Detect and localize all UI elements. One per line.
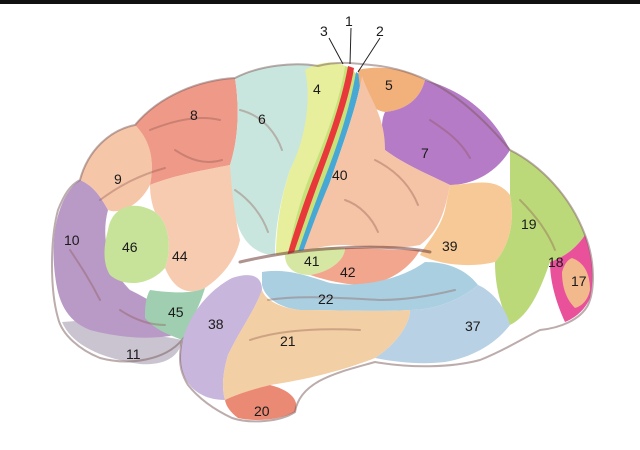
gyri-lines <box>69 109 556 341</box>
lateral-sulcus <box>238 245 432 264</box>
area-5-region <box>358 67 425 112</box>
area-7-region <box>381 80 510 185</box>
area-label-38: 38 <box>208 316 224 332</box>
area-label-11: 11 <box>126 346 141 362</box>
area-2-region <box>296 72 362 260</box>
area-38-region <box>180 275 262 400</box>
area-6-region <box>230 64 319 255</box>
area-label-21: 21 <box>280 333 296 349</box>
area-45-region <box>145 288 205 340</box>
area-label-4: 4 <box>313 81 321 97</box>
area-37-region <box>375 285 510 364</box>
area-label-2: 2 <box>376 23 384 39</box>
area-label-7: 7 <box>421 145 429 161</box>
area-46-region <box>104 205 169 284</box>
area-40-region <box>300 76 450 260</box>
top-border <box>0 0 640 4</box>
area-label-20: 20 <box>254 403 270 419</box>
area-label-41: 41 <box>304 253 320 269</box>
area-label-46: 46 <box>122 239 138 255</box>
area-label-22: 22 <box>318 291 334 307</box>
area-1-region <box>287 66 354 258</box>
area-4-region <box>276 62 345 255</box>
area-label-45: 45 <box>168 304 184 320</box>
leader-line-1 <box>349 27 352 65</box>
area-label-39: 39 <box>442 238 458 254</box>
area-label-40: 40 <box>332 167 348 183</box>
leader-line-3 <box>328 37 344 65</box>
brain-outline <box>51 61 594 423</box>
area-label-1: 1 <box>345 13 353 29</box>
area-label-10: 10 <box>64 232 80 248</box>
area-label-37: 37 <box>465 318 481 334</box>
area-8-region <box>135 78 238 185</box>
area-label-8: 8 <box>190 107 198 123</box>
area-44-region <box>150 165 240 292</box>
area-42-region <box>310 248 420 285</box>
area-label-19: 19 <box>521 216 537 232</box>
area-10-region <box>53 180 175 338</box>
leader-line-2 <box>357 37 381 73</box>
area-22-region <box>262 262 478 311</box>
area-11-region <box>62 320 182 365</box>
area-41-region <box>285 247 345 275</box>
area-label-3: 3 <box>320 23 328 39</box>
area-label-6: 6 <box>258 111 266 127</box>
area-21-region <box>223 290 410 400</box>
area-label-42: 42 <box>340 264 356 280</box>
area-label-18: 18 <box>548 254 564 270</box>
area-17-region <box>562 258 590 308</box>
area-19-region <box>495 150 585 325</box>
area-label-17: 17 <box>571 273 587 289</box>
area-20-region <box>225 385 297 420</box>
area-label-5: 5 <box>385 77 393 93</box>
area-label-44: 44 <box>172 248 188 264</box>
area-labels: 1 2 3 4 5 6 8 9 10 11 17 18 19 20 21 22 … <box>64 13 587 419</box>
area-39-region <box>420 182 512 266</box>
area-label-9: 9 <box>114 171 122 187</box>
